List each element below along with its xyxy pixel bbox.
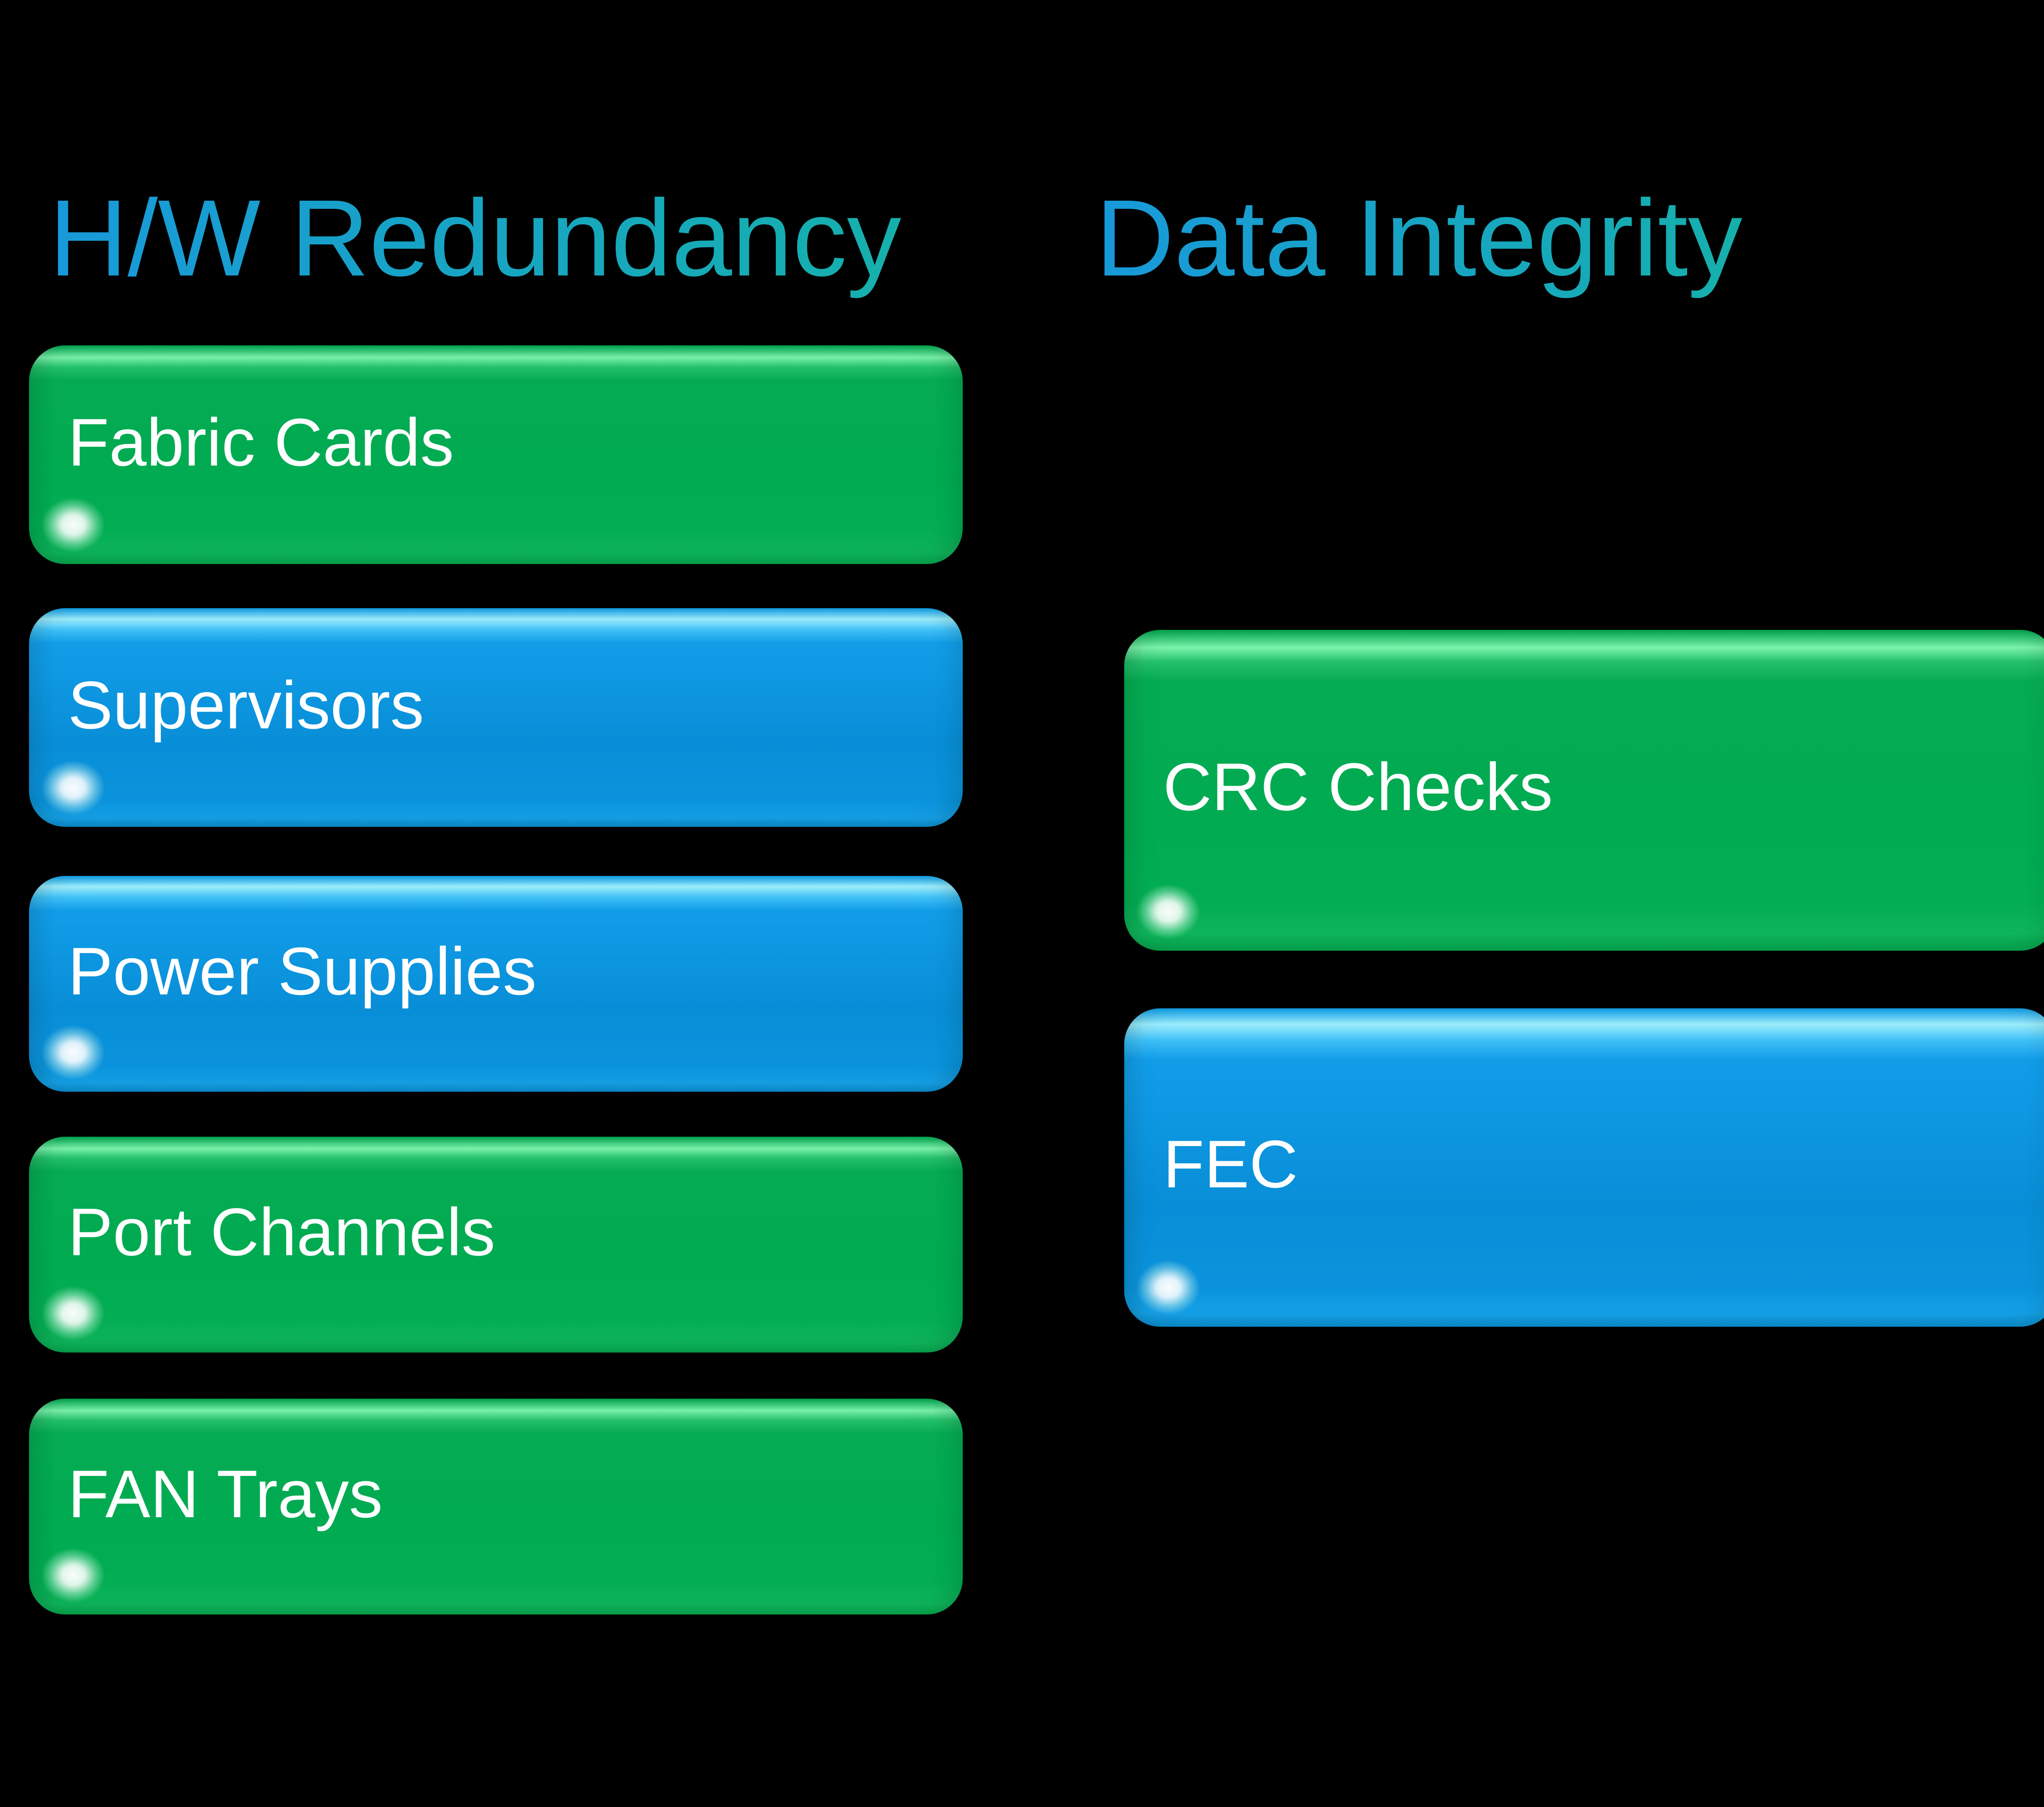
box-port-channels: Port Channels <box>29 1137 963 1352</box>
box-crc-checks-label: CRC Checks <box>1163 749 1553 824</box>
box-fec-label: FEC <box>1163 1126 1298 1202</box>
box-supervisors-label: Supervisors <box>68 667 424 743</box>
box-crc-checks: CRC Checks <box>1124 630 2044 951</box>
box-fabric-cards-label: Fabric Cards <box>68 404 454 480</box>
heading-data-integrity: Data Integrity <box>1096 176 1742 301</box>
heading-hw-redundancy: H/W Redundancy <box>49 176 901 301</box>
box-power-supplies-label: Power Supplies <box>68 934 537 1009</box>
box-port-channels-label: Port Channels <box>68 1194 495 1270</box>
box-fec: FEC <box>1124 1008 2044 1327</box>
box-fan-trays-label: FAN Trays <box>68 1456 383 1532</box>
box-supervisors: Supervisors <box>29 608 963 827</box>
box-fabric-cards: Fabric Cards <box>29 345 963 564</box>
box-power-supplies: Power Supplies <box>29 876 963 1092</box>
box-fan-trays: FAN Trays <box>29 1399 963 1614</box>
